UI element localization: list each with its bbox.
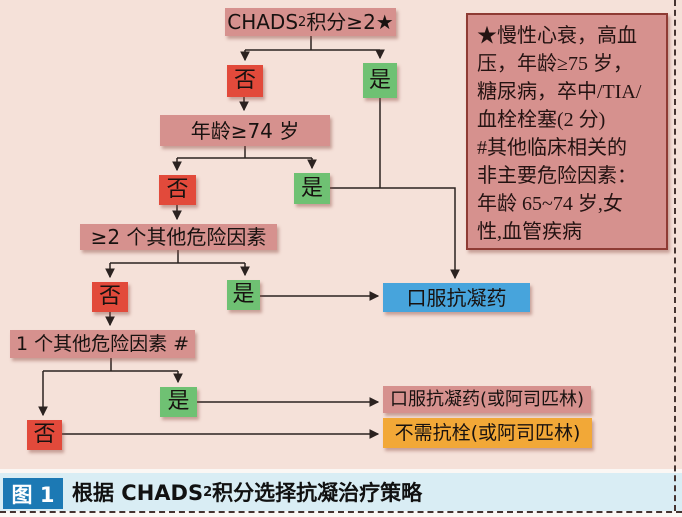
caption-prefix: 根据 CHADS (72, 481, 204, 505)
outcome-oral-anticoagulant-or-aspirin: 口服抗凝药(或阿司匹林) (383, 386, 591, 413)
decision-no-2: 否 (159, 175, 196, 205)
outcome-no-antithrombotic-or-aspirin: 不需抗栓(或阿司匹林) (383, 418, 592, 448)
legend-line: 年龄 65~74 岁,女 (477, 193, 623, 215)
bottom-dashed-divider (0, 511, 682, 513)
caption-suffix: 积分选择抗凝治疗策略 (212, 481, 423, 505)
legend-line: 性,血管疾病 (477, 221, 582, 243)
chads-prefix: CHADS (227, 10, 299, 34)
decision-no-4: 否 (27, 420, 62, 450)
legend-line: 血栓栓塞(2 分) (477, 109, 606, 131)
chads-suffix: 积分≥2★ (306, 10, 394, 34)
decision-yes-4: 是 (160, 387, 197, 417)
legend-line: 非主要危险因素： (477, 165, 637, 187)
legend-line: #其他临床相关的 (477, 137, 627, 159)
legend-line: 糖尿病，卒中/TIA/ (477, 81, 642, 103)
decision-no-1: 否 (227, 65, 263, 97)
legend-note: ★慢性心衰，高血 压，年龄≥75 岁， 糖尿病，卒中/TIA/ 血栓栓塞(2 分… (466, 13, 668, 250)
decision-no-3: 否 (92, 282, 128, 312)
legend-line: ★慢性心衰，高血 (477, 25, 637, 47)
legend-line: 压，年龄≥75 岁， (477, 53, 633, 75)
outcome-oral-anticoagulant: 口服抗凝药 (383, 283, 530, 312)
decision-yes-1: 是 (363, 63, 397, 98)
right-dashed-divider (674, 0, 676, 511)
decision-yes-2: 是 (294, 173, 330, 204)
decision-yes-3: 是 (227, 280, 260, 310)
chads-subscript: 2 (298, 14, 307, 30)
caption-subscript: 2 (203, 484, 213, 500)
figure-number-badge: 图 1 (3, 478, 63, 509)
connector-lines (38, 36, 460, 439)
node-ge2-other-risk-factors: ≥2 个其他危险因素 (80, 224, 277, 250)
node-age-ge-74: 年龄≥74 岁 (160, 115, 330, 146)
node-one-other-risk-factor: 1 个其他危险因素 # (10, 330, 195, 358)
